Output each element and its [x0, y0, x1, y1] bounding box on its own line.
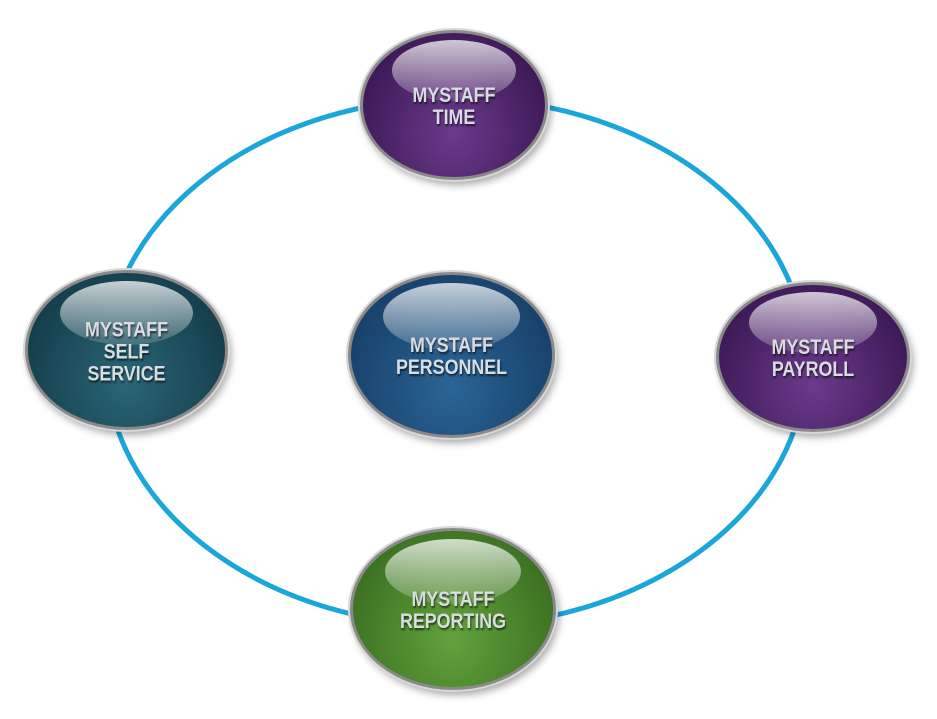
node-label: MYSTAFF TIME: [363, 83, 545, 129]
gloss-highlight: [385, 538, 521, 605]
gloss-highlight: [749, 292, 877, 353]
node-label: MYSTAFF REPORTING: [353, 587, 553, 633]
node-mystaff-personnel[interactable]: MYSTAFF PERSONNEL: [348, 272, 555, 438]
label-line: PERSONNEL: [395, 355, 508, 379]
gloss-highlight: [392, 40, 516, 101]
label-line: MYSTAFF: [771, 335, 855, 359]
label-line: MYSTAFF: [85, 318, 168, 342]
label-line: TIME: [432, 105, 476, 129]
label-line: REPORTING: [399, 609, 507, 633]
label-line: MYSTAFF: [411, 587, 495, 611]
node-mystaff-time[interactable]: MYSTAFF TIME: [360, 30, 548, 180]
node-mystaff-self-service[interactable]: MYSTAFF SELF SERVICE: [25, 270, 228, 430]
label-line: MYSTAFF: [412, 83, 496, 107]
label-line: MYSTAFF: [410, 333, 493, 357]
node-mystaff-payroll[interactable]: MYSTAFF PAYROLL: [716, 282, 910, 432]
node-mystaff-reporting[interactable]: MYSTAFF REPORTING: [350, 528, 556, 690]
gloss-highlight: [383, 283, 520, 351]
node-label: MYSTAFF SELF SERVICE: [28, 318, 225, 386]
gloss-highlight: [59, 280, 194, 346]
label-line: SELF: [103, 340, 150, 364]
node-label: MYSTAFF PERSONNEL: [351, 333, 552, 379]
node-label: MYSTAFF PAYROLL: [719, 335, 907, 381]
label-line: SERVICE: [87, 362, 166, 386]
label-line: PAYROLL: [771, 357, 855, 381]
